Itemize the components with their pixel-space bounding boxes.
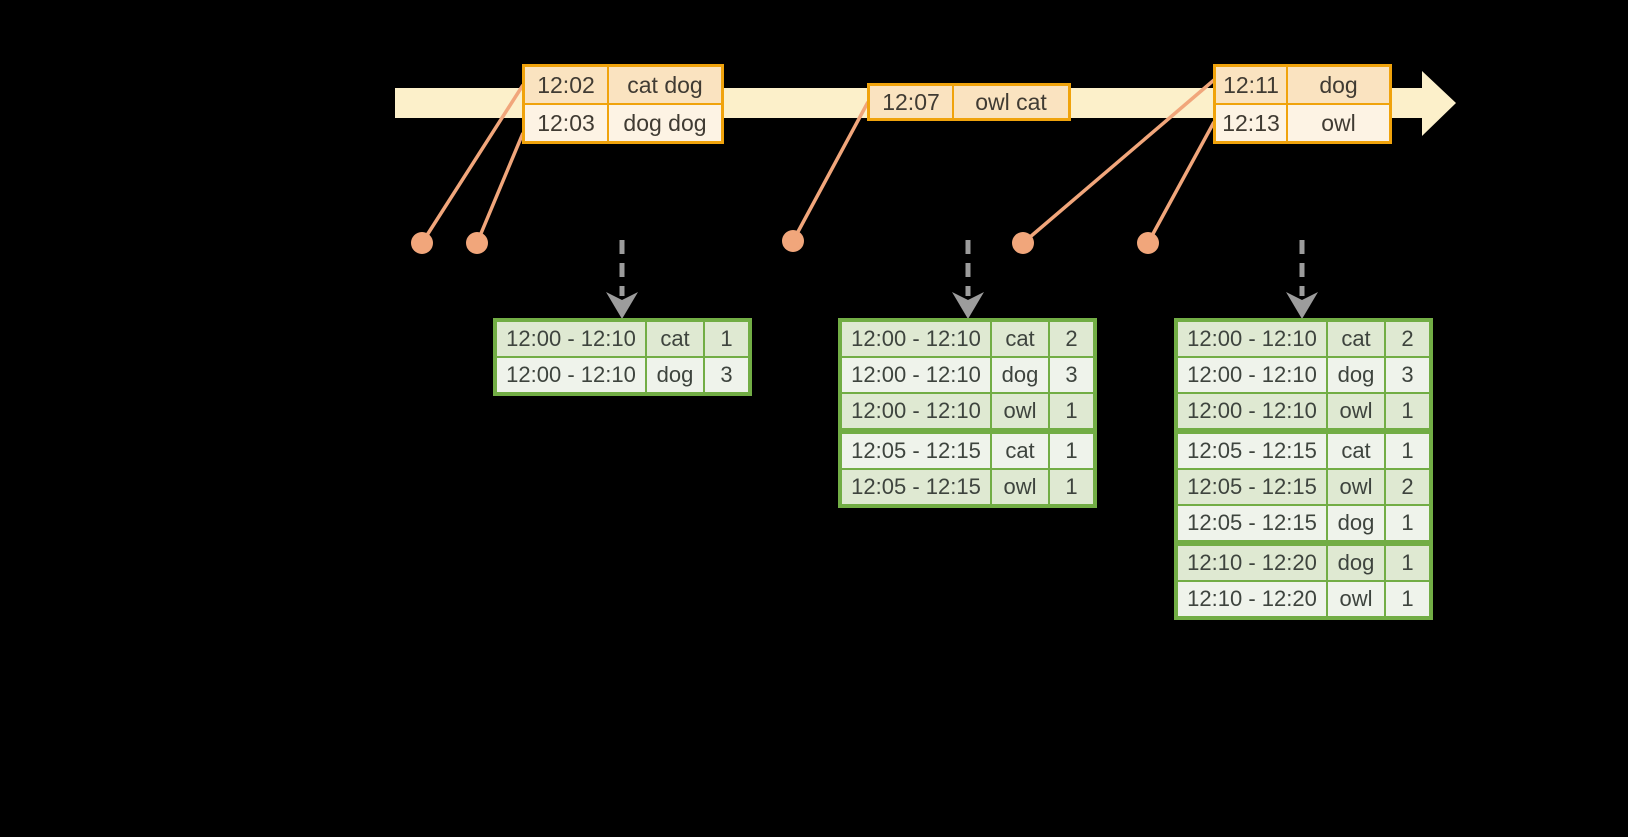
result-cell: 2 xyxy=(1048,319,1096,358)
result-cell: 12:00 - 12:10 xyxy=(494,319,647,358)
result-cell: 3 xyxy=(1048,356,1096,394)
event-cell: 12:11 xyxy=(1213,64,1288,105)
result-cell: 12:05 - 12:15 xyxy=(1175,428,1328,470)
event-link-line xyxy=(791,101,870,242)
result-cell: dog xyxy=(1326,356,1386,394)
event-cell: 12:02 xyxy=(522,64,609,105)
result-cell: 12:00 - 12:10 xyxy=(839,356,992,394)
event-link-line xyxy=(1021,78,1216,245)
event-link-line xyxy=(475,132,525,244)
event-marker-dot xyxy=(411,232,433,254)
result-cell: 2 xyxy=(1384,319,1432,358)
trigger-arrowhead-icon xyxy=(952,292,984,319)
result-cell: owl xyxy=(990,392,1050,432)
result-cell: owl xyxy=(990,468,1050,507)
result-cell: 1 xyxy=(1384,540,1432,582)
result-cell: 12:00 - 12:10 xyxy=(494,356,647,395)
event-cell: owl cat xyxy=(952,83,1071,121)
event-cell: dog xyxy=(1286,64,1392,105)
result-cell: 3 xyxy=(703,356,751,395)
result-cell: 12:00 - 12:10 xyxy=(839,319,992,358)
result-cell: 12:05 - 12:15 xyxy=(1175,504,1328,544)
event-marker-dot xyxy=(1012,232,1034,254)
event-marker-dot xyxy=(1137,232,1159,254)
result-cell: 1 xyxy=(1048,468,1096,507)
result-cell: dog xyxy=(990,356,1050,394)
result-cell: cat xyxy=(1326,428,1386,470)
result-cell: 1 xyxy=(1384,428,1432,470)
result-cell: owl xyxy=(1326,392,1386,432)
result-cell: 12:05 - 12:15 xyxy=(839,468,992,507)
result-cell: 1 xyxy=(1384,580,1432,619)
event-cell: 12:07 xyxy=(867,83,954,121)
result-cell: 1 xyxy=(1384,504,1432,544)
result-cell: 12:05 - 12:15 xyxy=(1175,468,1328,506)
result-cell: owl xyxy=(1326,468,1386,506)
result-cell: 1 xyxy=(1384,392,1432,432)
event-cell: 12:13 xyxy=(1213,103,1288,144)
result-cell: 12:00 - 12:10 xyxy=(1175,356,1328,394)
trigger-arrowhead-icon xyxy=(1286,292,1318,319)
result-cell: cat xyxy=(990,428,1050,470)
result-cell: 1 xyxy=(703,319,751,358)
result-cell: cat xyxy=(645,319,705,358)
result-cell: 12:10 - 12:20 xyxy=(1175,540,1328,582)
event-marker-dot xyxy=(466,232,488,254)
result-cell: dog xyxy=(1326,504,1386,544)
event-cell: owl xyxy=(1286,103,1392,144)
result-cell: 12:00 - 12:10 xyxy=(1175,392,1328,432)
event-link-line xyxy=(1146,121,1216,244)
trigger-arrowhead-icon xyxy=(606,292,638,319)
result-cell: dog xyxy=(1326,540,1386,582)
result-cell: 12:00 - 12:10 xyxy=(839,392,992,432)
result-cell: cat xyxy=(1326,319,1386,358)
result-cell: 12:00 - 12:10 xyxy=(1175,319,1328,358)
result-cell: 12:10 - 12:20 xyxy=(1175,580,1328,619)
result-cell: 2 xyxy=(1384,468,1432,506)
result-cell: 12:05 - 12:15 xyxy=(839,428,992,470)
timeline-arrowhead-icon xyxy=(1422,71,1456,136)
result-cell: owl xyxy=(1326,580,1386,619)
result-cell: 1 xyxy=(1048,392,1096,432)
event-cell: 12:03 xyxy=(522,103,609,144)
event-marker-dot xyxy=(782,230,804,252)
result-cell: 3 xyxy=(1384,356,1432,394)
result-cell: cat xyxy=(990,319,1050,358)
result-cell: 1 xyxy=(1048,428,1096,470)
event-cell: dog dog xyxy=(607,103,724,144)
event-link-line xyxy=(420,84,525,244)
result-cell: dog xyxy=(645,356,705,395)
event-cell: cat dog xyxy=(607,64,724,105)
